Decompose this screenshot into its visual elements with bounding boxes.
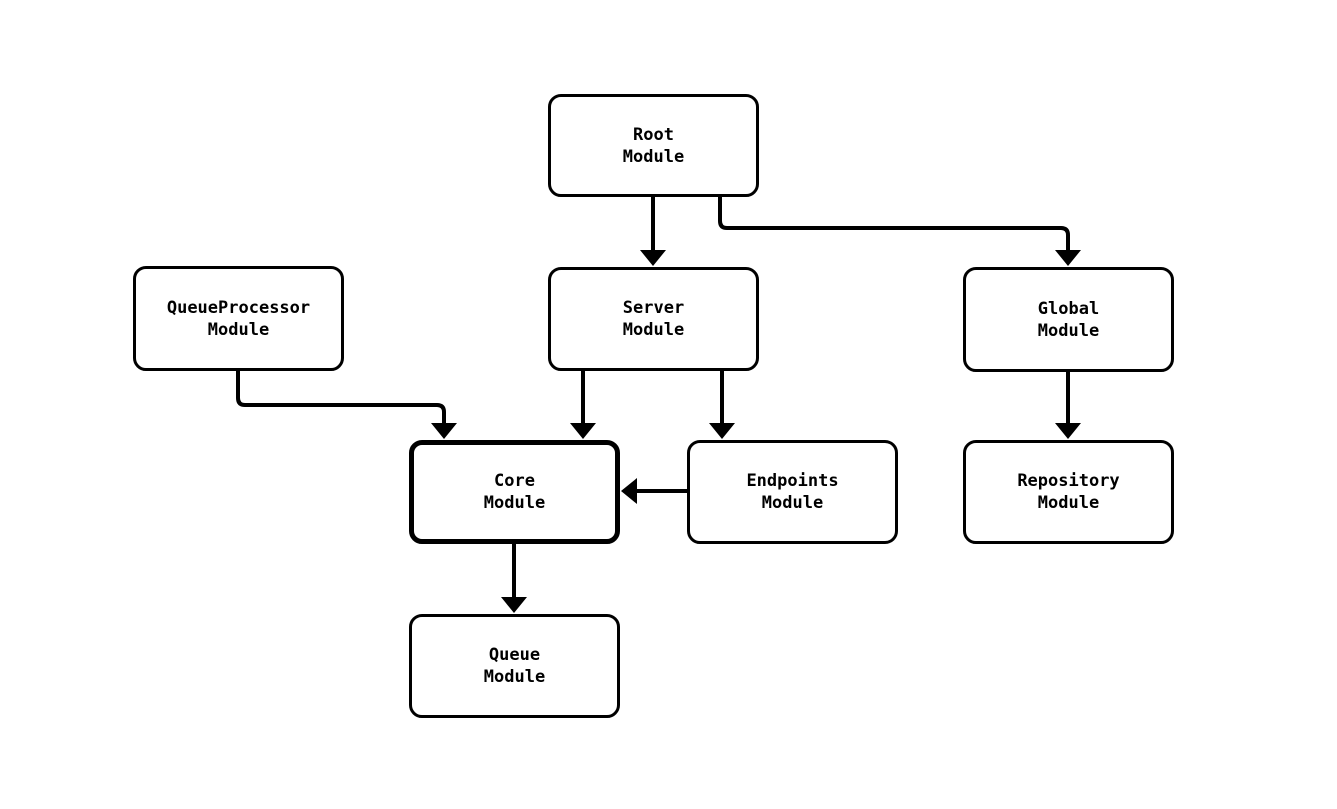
arrowhead-queueprocessor-core (431, 423, 457, 439)
node-queue-label-line2: Module (483, 667, 546, 687)
node-root-label-line1: Root (633, 124, 674, 145)
node-queue-label-line1: Queue (488, 645, 541, 665)
node-repository-label-line2: Module (1037, 493, 1100, 513)
node-server-label-line1: Server (622, 298, 685, 318)
node-global[interactable]: Global Module (963, 267, 1174, 372)
node-root[interactable]: Root Module (548, 94, 759, 197)
node-endpoints[interactable]: Endpoints Module (687, 440, 898, 544)
node-queueprocessor-label-line2: Module (207, 319, 270, 340)
node-queueprocessor-label-line1: QueueProcessor (166, 297, 311, 318)
node-queue[interactable]: Queue Module (409, 614, 620, 718)
arrowhead-global-repository (1055, 423, 1081, 439)
node-server[interactable]: Server Module (548, 267, 759, 371)
node-repository[interactable]: Repository Module (963, 440, 1174, 544)
arrowhead-core-queue (501, 597, 527, 613)
node-endpoints-label-line1: Endpoints (746, 471, 839, 491)
node-server-label-line2: Module (622, 320, 685, 340)
node-global-label-line1: Global (1037, 298, 1100, 319)
node-global-label-line2: Module (1037, 320, 1100, 341)
arrowhead-endpoints-core (621, 478, 637, 504)
node-repository-label-line1: Repository (1017, 471, 1120, 491)
edge-queueprocessor-core (236, 371, 446, 426)
node-root-label-line2: Module (622, 146, 685, 167)
edge-root-global (718, 197, 1070, 252)
arrowhead-root-server (640, 250, 666, 266)
node-endpoints-label-line2: Module (761, 493, 824, 513)
node-core[interactable]: Core Module (409, 440, 620, 544)
node-core-label-line1: Core (494, 471, 535, 491)
arrowhead-server-endpoints (709, 423, 735, 439)
node-queueprocessor[interactable]: QueueProcessor Module (133, 266, 344, 371)
node-core-label-line2: Module (483, 493, 546, 513)
arrowhead-server-core (570, 423, 596, 439)
arrowhead-root-global (1055, 250, 1081, 266)
